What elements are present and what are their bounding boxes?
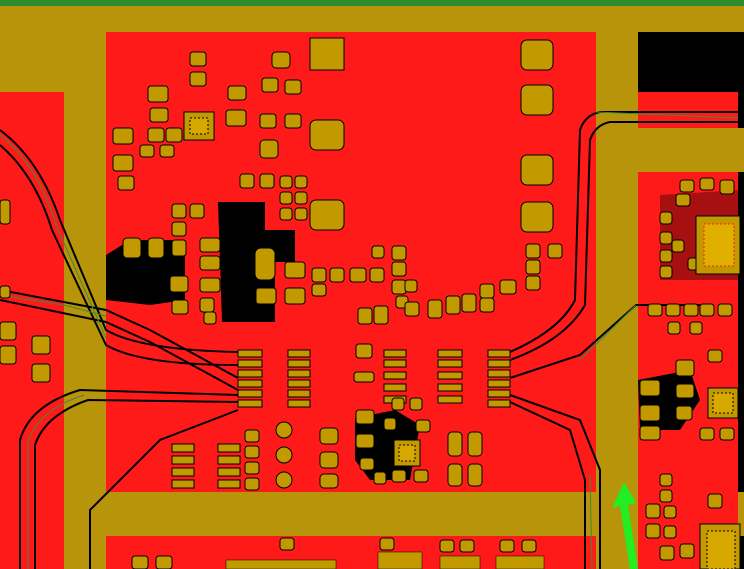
pad [309, 37, 345, 71]
ic-footprint [237, 349, 263, 408]
qfn-chip [699, 523, 741, 569]
trace-outlines [0, 111, 738, 569]
arrow-cursor-icon [612, 482, 638, 569]
qfn-chip [707, 387, 739, 419]
pad-group [0, 37, 735, 569]
keepout-frame [0, 6, 744, 569]
trace-green-outline [0, 111, 739, 569]
qfn-chip [183, 111, 215, 141]
qfn-chip [695, 215, 741, 275]
qfn-chip [393, 439, 421, 467]
top-edge-strip [0, 0, 744, 6]
edge-connector [225, 551, 545, 569]
